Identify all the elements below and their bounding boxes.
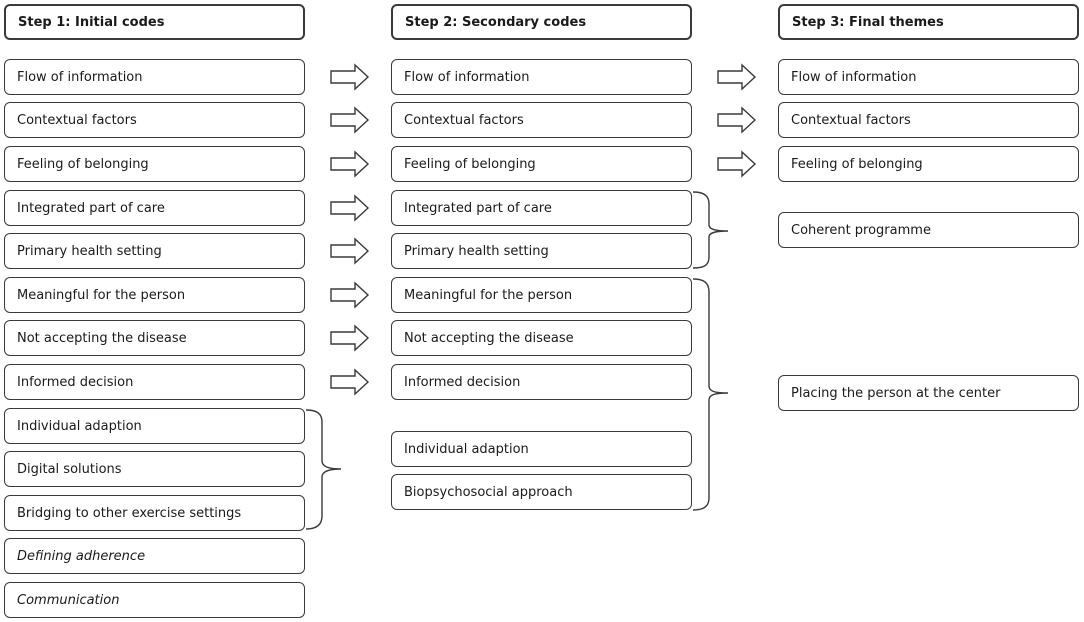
step3-theme-contextual-factors: Contextual factors xyxy=(778,102,1079,138)
arrow-right-icon xyxy=(717,64,756,90)
arrow-right-icon xyxy=(330,238,369,264)
step3-theme-feeling-of-belonging: Feeling of belonging xyxy=(778,146,1079,182)
brace-icon xyxy=(692,191,729,269)
step1-code-feeling-of-belonging: Feeling of belonging xyxy=(4,146,305,182)
step1-code-bridging-to-other-exercise-settings: Bridging to other exercise settings xyxy=(4,495,305,531)
step3-theme-placing-the-person-at-the-center: Placing the person at the center xyxy=(778,375,1079,411)
step2-code-feeling-of-belonging: Feeling of belonging xyxy=(391,146,692,182)
step2-code-primary-health-setting: Primary health setting xyxy=(391,233,692,269)
arrow-right-icon xyxy=(330,282,369,308)
arrow-right-icon xyxy=(717,107,756,133)
step1-code-informed-decision: Informed decision xyxy=(4,364,305,400)
brace-icon xyxy=(692,278,729,511)
step1-code-individual-adaption: Individual adaption xyxy=(4,408,305,444)
step1-code-flow-of-information: Flow of information xyxy=(4,59,305,95)
step1-code-primary-health-setting: Primary health setting xyxy=(4,233,305,269)
step1-code-meaningful-for-the-person: Meaningful for the person xyxy=(4,277,305,313)
step1-code-digital-solutions: Digital solutions xyxy=(4,451,305,487)
step2-code-individual-adaption: Individual adaption xyxy=(391,431,692,467)
step3-header: Step 3: Final themes xyxy=(778,4,1079,40)
step2-code-biopsychosocial-approach: Biopsychosocial approach xyxy=(391,474,692,510)
brace-icon xyxy=(305,409,342,530)
arrow-right-icon xyxy=(330,369,369,395)
step1-code-communication: Communication xyxy=(4,582,305,618)
step1-code-contextual-factors: Contextual factors xyxy=(4,102,305,138)
step3-theme-flow-of-information: Flow of information xyxy=(778,59,1079,95)
step2-header: Step 2: Secondary codes xyxy=(391,4,692,40)
arrow-right-icon xyxy=(717,151,756,177)
step2-code-integrated-part-of-care: Integrated part of care xyxy=(391,190,692,226)
step1-code-not-accepting-the-disease: Not accepting the disease xyxy=(4,320,305,356)
step2-code-informed-decision: Informed decision xyxy=(391,364,692,400)
arrow-right-icon xyxy=(330,151,369,177)
arrow-right-icon xyxy=(330,107,369,133)
arrow-right-icon xyxy=(330,195,369,221)
step2-code-contextual-factors: Contextual factors xyxy=(391,102,692,138)
step2-code-not-accepting-the-disease: Not accepting the disease xyxy=(391,320,692,356)
step1-code-defining-adherence: Defining adherence xyxy=(4,538,305,574)
step2-code-flow-of-information: Flow of information xyxy=(391,59,692,95)
step1-header: Step 1: Initial codes xyxy=(4,4,305,40)
step3-theme-coherent-programme: Coherent programme xyxy=(778,212,1079,248)
arrow-right-icon xyxy=(330,325,369,351)
step2-code-meaningful-for-the-person: Meaningful for the person xyxy=(391,277,692,313)
step1-code-integrated-part-of-care: Integrated part of care xyxy=(4,190,305,226)
arrow-right-icon xyxy=(330,64,369,90)
